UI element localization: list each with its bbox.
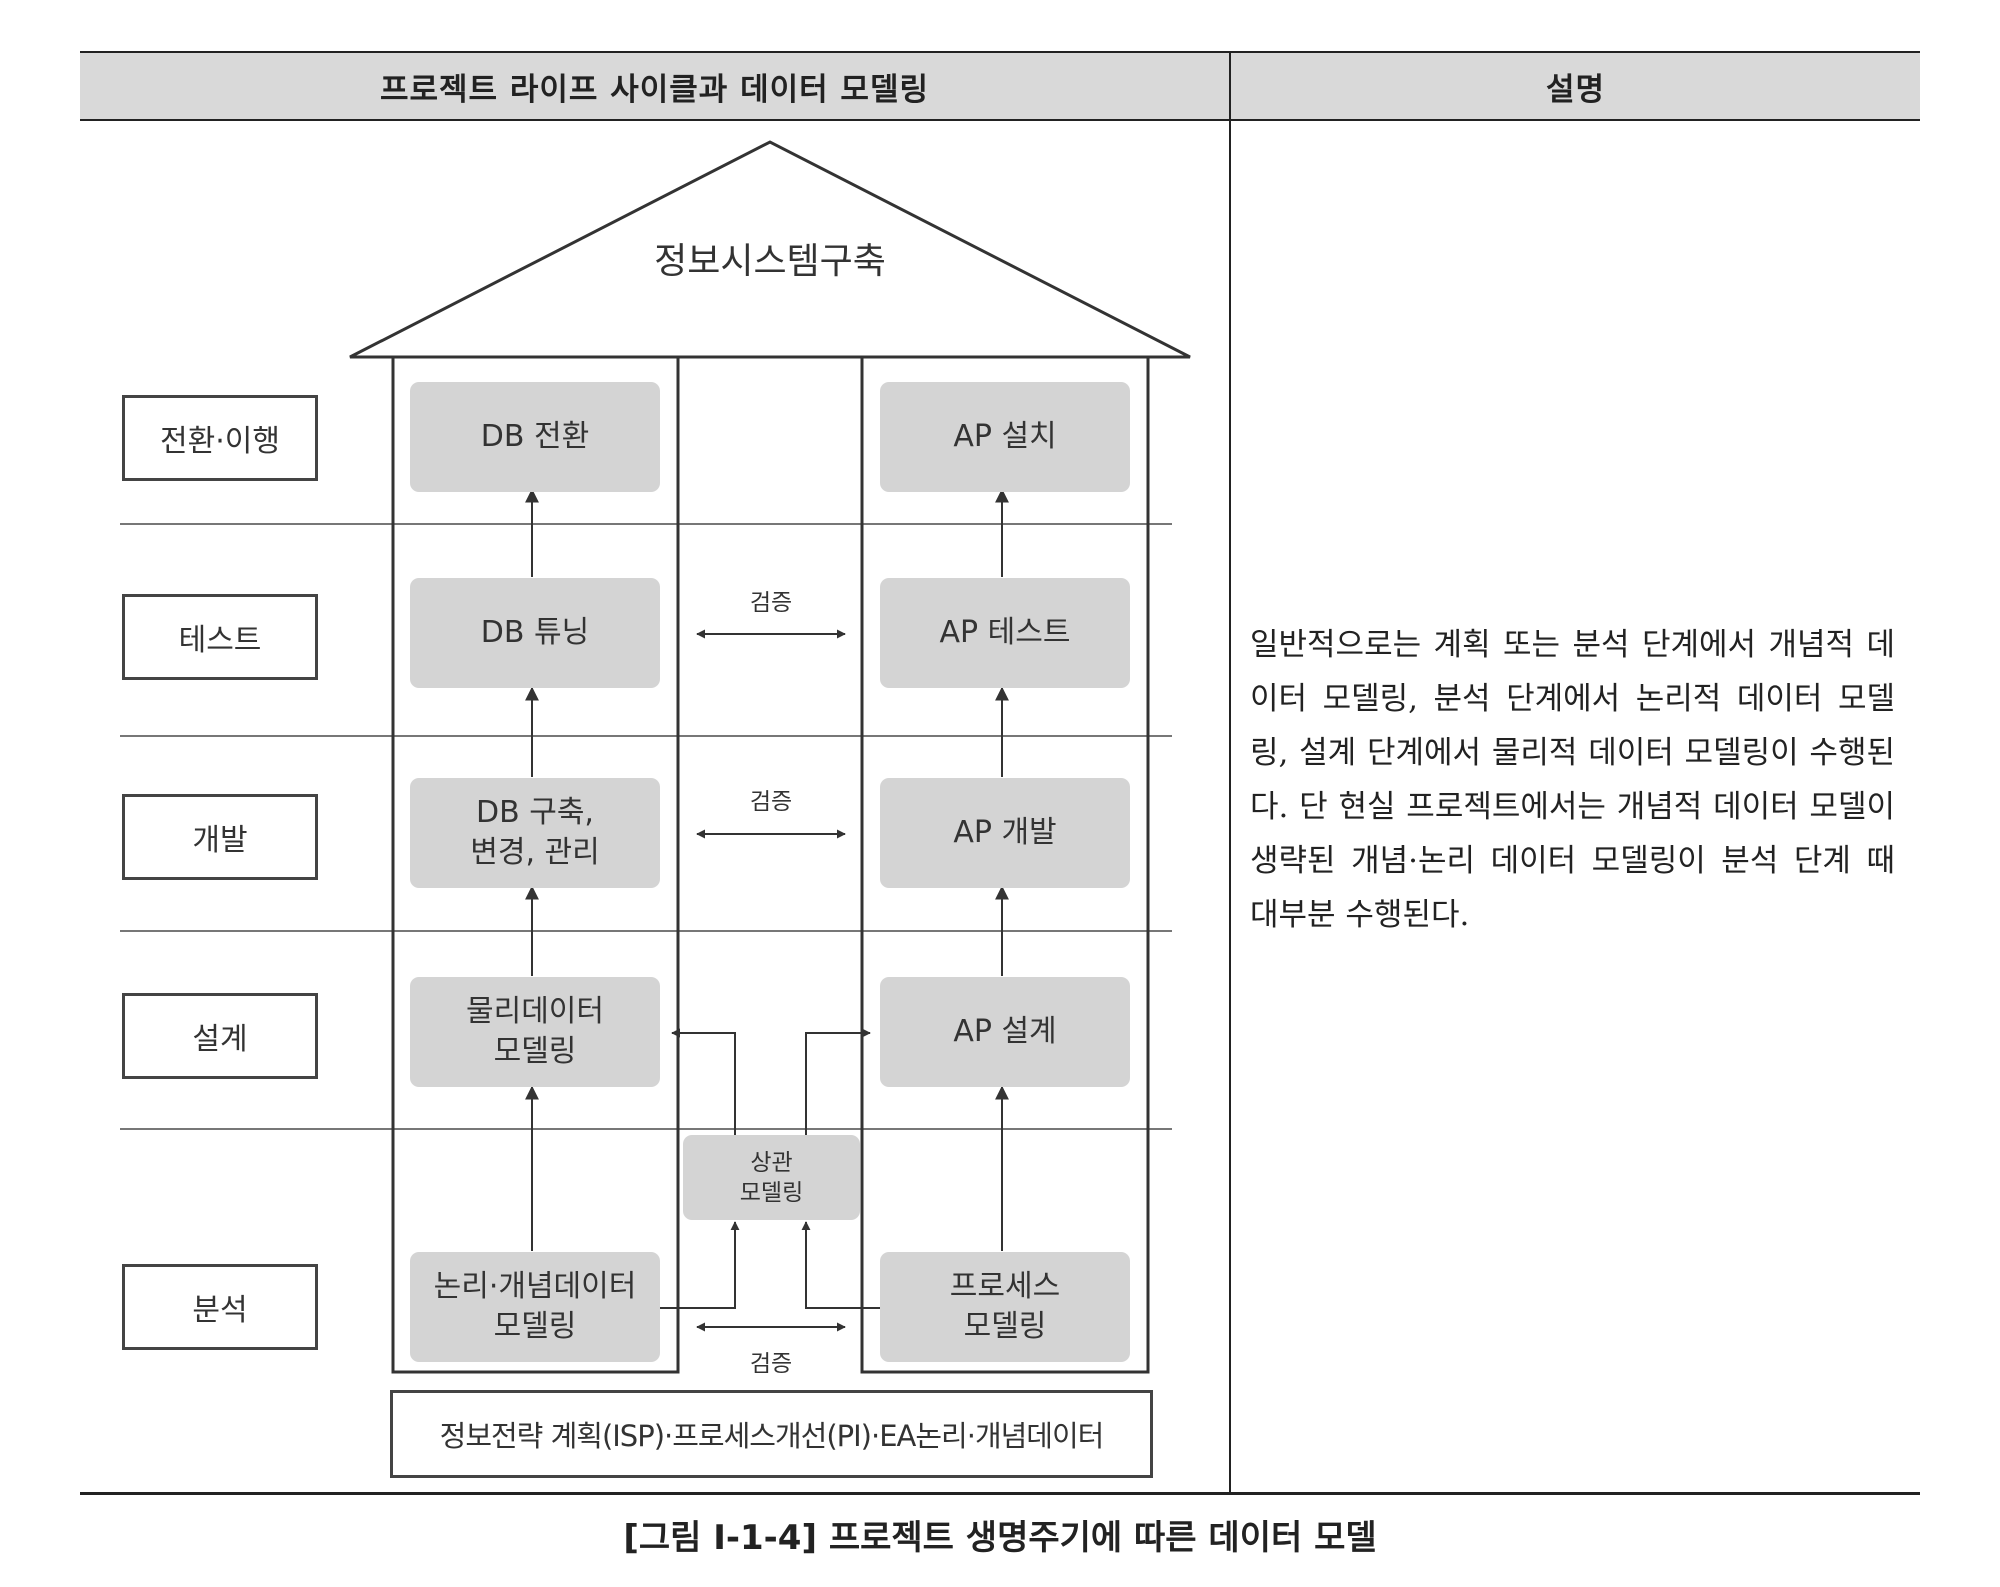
verify-label-dev: 검증 <box>749 789 793 815</box>
ap-development-box: AP 개발 <box>880 778 1130 888</box>
roof-title: 정보시스템구축 <box>654 241 886 282</box>
correlation-to-physical-arrow <box>671 1028 736 1135</box>
db-pillar <box>391 355 680 1374</box>
ap-test-box: AP 테스트 <box>880 578 1130 688</box>
stage-label-text: 전환·이행 <box>160 424 280 459</box>
ap-design-box: AP 설계 <box>880 977 1130 1087</box>
table-header-bottom-rule <box>80 119 1920 121</box>
stage-label-analysis: 분석 <box>122 1264 318 1350</box>
roof <box>349 140 1191 359</box>
foundation-box: 정보전략 계획(ISP)·프로세스개선(PI)·EA논리·개념데이터 <box>390 1390 1153 1478</box>
correlation-to-ap-design-arrow <box>805 1028 871 1135</box>
db-conversion-box: DB 전환 <box>410 382 660 492</box>
verify-label-analysis: 검증 <box>749 1351 793 1377</box>
table-header-left: 프로젝트 라이프 사이클과 데이터 모델링 <box>80 53 1229 119</box>
table-header-right: 설명 <box>1231 53 1920 119</box>
stage-label-text: 개발 <box>192 823 248 858</box>
table-column-divider <box>1229 51 1231 1494</box>
description-text: 일반적으로는 계획 또는 분석 단계에서 개념적 데이터 모델링, 분석 단계에… <box>1250 627 1895 933</box>
ap-pillar <box>860 355 1150 1374</box>
stage-label-development: 개발 <box>122 794 318 880</box>
figure-caption: [그림 Ⅰ-1-4] 프로젝트 생명주기에 따른 데이터 모델 <box>623 1518 1377 1558</box>
foundation-text: 정보전략 계획(ISP)·프로세스개선(PI)·EA논리·개념데이터 <box>439 1419 1105 1453</box>
correlation-modeling-box: 상관 모델링 <box>683 1135 860 1220</box>
stage-label-migration: 전환·이행 <box>122 395 318 481</box>
stage-label-text: 테스트 <box>178 623 262 658</box>
table-top-rule <box>80 51 1920 54</box>
process-to-correlation-arrow <box>801 1221 880 1309</box>
verify-label-test: 검증 <box>749 590 793 616</box>
stage-label-text: 설계 <box>192 1022 248 1057</box>
process-modeling-box: 프로세스 모델링 <box>880 1252 1130 1362</box>
logical-conceptual-modeling-box: 논리·개념데이터 모델링 <box>410 1252 660 1362</box>
stage-label-design: 설계 <box>122 993 318 1079</box>
db-tuning-box: DB 튜닝 <box>410 578 660 688</box>
stage-label-text: 분석 <box>192 1293 248 1328</box>
stage-label-test: 테스트 <box>122 594 318 680</box>
ap-install-box: AP 설치 <box>880 382 1130 492</box>
header-right-text: 설명 <box>1545 71 1606 108</box>
physical-data-modeling-box: 물리데이터 모델링 <box>410 977 660 1087</box>
table-bottom-rule <box>80 1492 1920 1495</box>
logical-to-correlation-arrow <box>660 1221 740 1309</box>
header-left-text: 프로젝트 라이프 사이클과 데이터 모델링 <box>379 71 929 108</box>
db-build-box: DB 구축, 변경, 관리 <box>410 778 660 888</box>
